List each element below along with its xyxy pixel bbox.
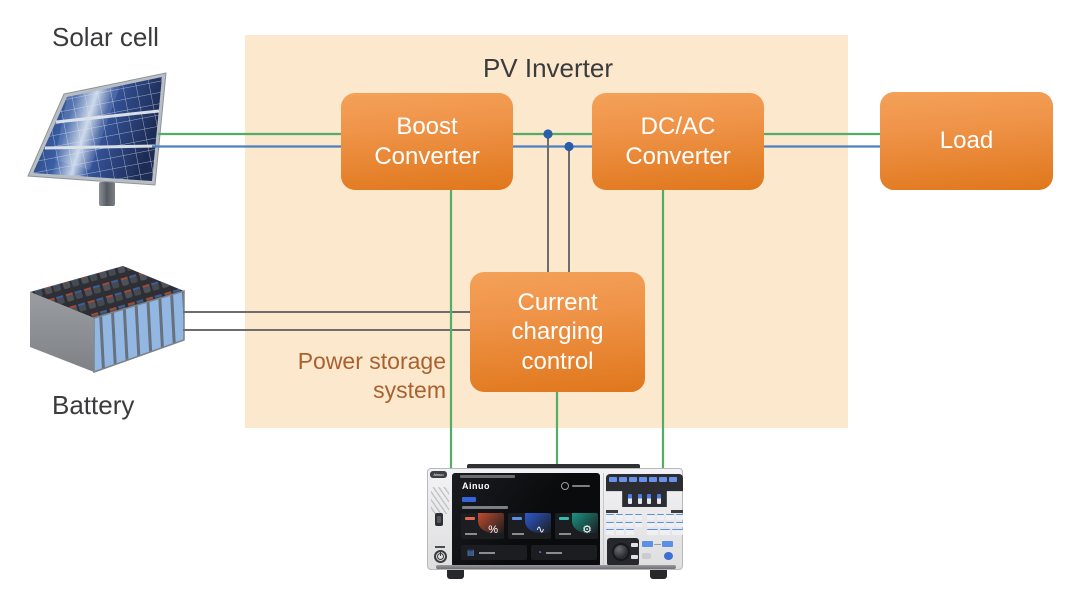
power-storage-label: Power storage system: [245, 347, 446, 405]
analyzer-logo-badge: Ainuo: [430, 471, 447, 478]
analyzer-function-key-cluster: [606, 474, 683, 507]
percent-icon: %: [488, 524, 498, 536]
tile-2-tag: [512, 517, 522, 520]
nav-button-right: [662, 541, 673, 547]
screen-tile-3: ⚙: [555, 513, 598, 539]
screen-status-area: [561, 482, 590, 490]
function-key-row: [606, 474, 683, 482]
screen-bottom-tile-1: ▤: [461, 545, 527, 560]
knob-button-2: [631, 555, 638, 559]
analyzer-usb-port: [435, 513, 443, 526]
analyzer-top-lid: [467, 464, 640, 470]
dcac-converter-node: DC/AC Converter: [592, 93, 764, 190]
analyzer-power-label: [435, 546, 445, 548]
analyzer-power-button: [434, 550, 447, 563]
boost-converter-node: Boost Converter: [341, 93, 513, 190]
range-toggles: [622, 491, 667, 507]
enter-button: [642, 553, 651, 559]
knob-button-1: [631, 543, 638, 547]
knob-panel: [607, 538, 639, 566]
analyzer-body: Ainuo Ainuo: [427, 468, 683, 570]
charging-line3: control: [521, 347, 594, 375]
dcac-converter-line2: Converter: [625, 142, 731, 170]
solar-panel-stand: [99, 182, 115, 206]
analyzer-vents: [431, 487, 449, 514]
solar-cell-label: Solar cell: [52, 22, 159, 52]
tile-2-caption: [512, 533, 524, 535]
panel-divider: [603, 473, 604, 567]
analyzer-screen: Ainuo %: [452, 473, 600, 567]
power-analyzer-image: Ainuo Ainuo: [425, 461, 687, 583]
current-charging-control-node: Current charging control: [470, 272, 645, 392]
bottom-tile-2-caption: [545, 551, 562, 554]
dcac-converter-line1: DC/AC: [640, 113, 716, 141]
body-bottom-groove: [436, 565, 676, 569]
power-icon: [437, 552, 444, 560]
screen-model-chip: [462, 497, 476, 502]
button-group-2: [647, 514, 683, 527]
status-ring-icon: [561, 482, 569, 490]
battery-label: Battery: [52, 390, 135, 420]
status-text-bar: [572, 484, 590, 488]
screen-brand-text: Ainuo: [462, 481, 490, 491]
tile-1-tag: [465, 517, 475, 520]
nav-button-left: [642, 541, 653, 547]
battery-image: [30, 266, 185, 374]
screen-subtitle-bar: [462, 506, 508, 509]
start-button: [664, 552, 673, 560]
screen-tiles: % ∿ ⚙: [461, 513, 598, 539]
button-group-4: [647, 529, 683, 535]
rotary-knob: [612, 543, 630, 561]
waveform-icon: ∿: [535, 524, 545, 536]
load-node: Load: [880, 92, 1053, 190]
clock-icon: ◔: [537, 547, 542, 557]
list-icon: ▤: [467, 547, 475, 557]
power-storage-line2: system: [373, 377, 446, 403]
tile-3-tag: [559, 517, 569, 520]
button-group-3: [606, 529, 634, 535]
screen-header-strip: [460, 475, 515, 478]
load-line1: Load: [939, 127, 994, 155]
bottom-tile-1-caption: [478, 551, 495, 554]
pv-inverter-title: PV Inverter: [482, 53, 614, 83]
tile-2-accent: [525, 513, 551, 533]
screen-bottom-tile-2: ◔: [531, 545, 597, 560]
tile-3-accent: [572, 513, 598, 533]
nav-button-connector: [654, 543, 661, 545]
group-label-1: [606, 510, 618, 513]
charging-line1: Current: [517, 289, 598, 317]
boost-converter-line2: Converter: [374, 142, 480, 170]
screen-tile-2: ∿: [508, 513, 551, 539]
group-label-2: [671, 510, 683, 513]
tile-3-caption: [559, 533, 571, 535]
tile-1-accent: [478, 513, 504, 533]
charging-line2: charging: [511, 318, 604, 346]
gear-icon: ⚙: [582, 524, 592, 536]
screen-tile-1: %: [461, 513, 504, 539]
screen-bottom-tiles: ▤ ◔: [461, 545, 597, 560]
tile-1-caption: [465, 533, 477, 535]
boost-converter-line1: Boost: [396, 113, 458, 141]
button-group-1: [606, 514, 642, 527]
power-storage-line1: Power storage: [297, 348, 446, 374]
analyzer-foot-left: [447, 570, 464, 579]
solar-panel-image: [27, 72, 167, 206]
analyzer-foot-right: [650, 570, 667, 579]
